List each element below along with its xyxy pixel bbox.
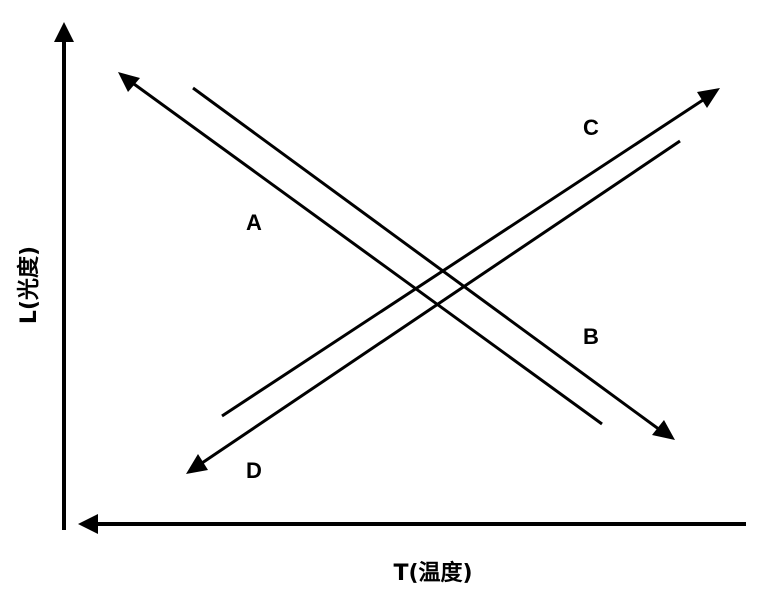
line-d	[201, 139, 681, 465]
label-b: B	[583, 324, 599, 349]
x-axis-title: T(温度)	[393, 560, 472, 586]
label-a: A	[246, 210, 262, 235]
y-axis-arrowhead	[54, 22, 74, 42]
label-d: D	[246, 458, 262, 483]
y-axis-title: L(光度)	[16, 246, 42, 324]
label-c: C	[583, 115, 599, 140]
line-a-arrowhead	[118, 72, 140, 92]
line-b	[192, 86, 661, 432]
line-b-arrowhead	[652, 420, 675, 440]
line-d-arrowhead	[186, 454, 208, 474]
x-axis-arrowhead	[78, 514, 98, 534]
line-c	[221, 98, 704, 418]
line-a	[133, 82, 603, 426]
line-c-arrowhead	[697, 88, 720, 108]
